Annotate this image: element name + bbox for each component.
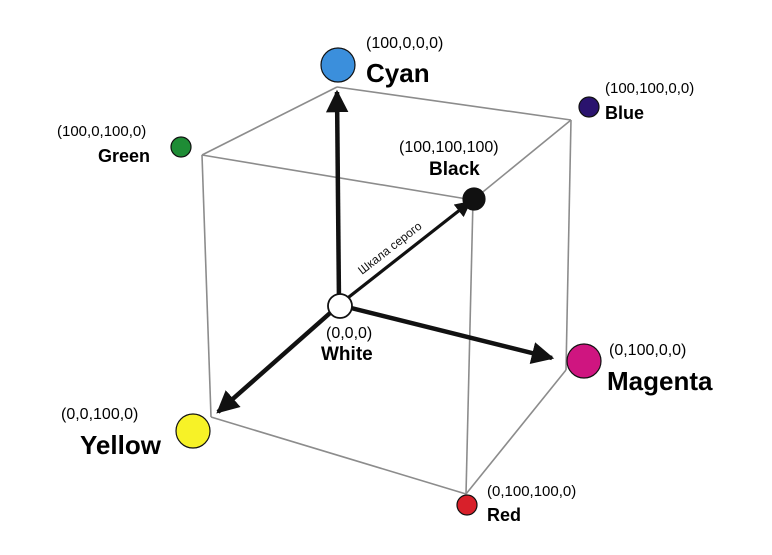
magenta-label: Magenta <box>607 366 713 396</box>
red-coords: (0,100,100,0) <box>487 483 577 500</box>
yellow-coords: (0,0,100,0) <box>61 406 139 423</box>
green-label: Green <box>98 146 151 166</box>
cyan-axis-arrow <box>325 89 349 304</box>
magenta-axis-arrow <box>338 302 555 365</box>
cube-edge <box>465 199 474 495</box>
blue-label: Blue <box>605 103 645 123</box>
yellow-label: Yellow <box>80 430 161 460</box>
white-coords: (0,0,0) <box>326 325 373 342</box>
grayscale-axis-arrow <box>339 200 472 306</box>
white-label: White <box>321 344 373 365</box>
axes <box>216 89 555 414</box>
yellow-node <box>175 413 211 449</box>
magenta-coords: (0,100,0,0) <box>609 342 687 359</box>
green-coords: (100,0,100,0) <box>57 123 147 140</box>
cube-edges <box>201 86 572 495</box>
black-node <box>462 187 486 211</box>
cyan-node <box>320 47 356 83</box>
cyan-label: Cyan <box>366 58 430 88</box>
cube-edge <box>465 369 567 495</box>
grayscale-axis-label: Шкала серого <box>355 219 425 278</box>
blue-node <box>578 96 600 118</box>
red-label: Red <box>487 505 522 525</box>
cube-edge <box>565 119 572 371</box>
white-node <box>327 293 353 319</box>
magenta-node <box>566 343 602 379</box>
black-coords: (100,100,100) <box>399 139 499 156</box>
blue-coords: (100,100,0,0) <box>605 80 695 97</box>
green-node <box>170 136 192 158</box>
cyan-coords: (100,0,0,0) <box>366 35 444 52</box>
yellow-axis-arrow <box>216 304 340 414</box>
black-label: Black <box>429 159 480 180</box>
nodes <box>170 47 602 516</box>
cube-edge <box>201 86 338 156</box>
red-node <box>456 494 478 516</box>
cube-edge <box>336 86 572 121</box>
cube-edge <box>210 416 467 495</box>
cube-edge <box>472 119 572 201</box>
cube-edge <box>201 154 212 418</box>
